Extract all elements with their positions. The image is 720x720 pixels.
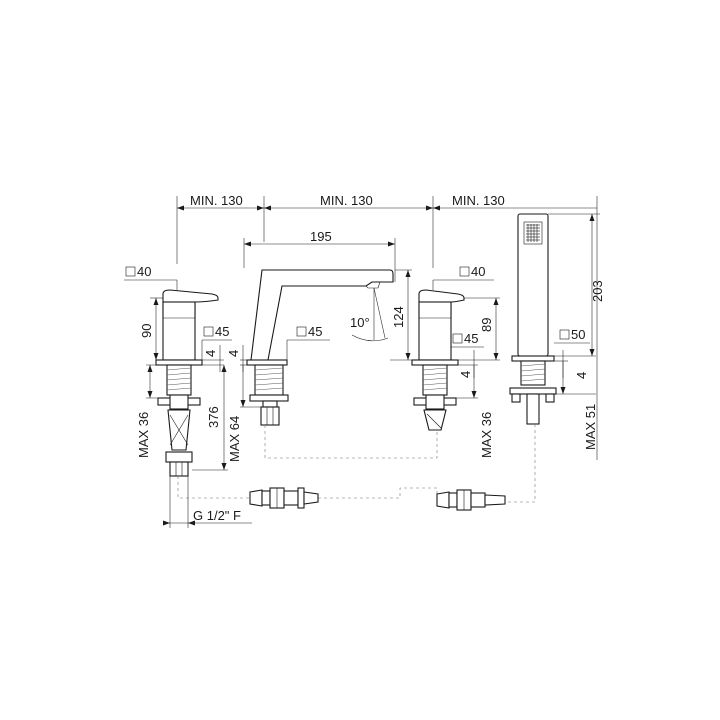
square-section-icon (125, 266, 136, 277)
t-connector (436, 489, 506, 511)
spout-height-label: 124 (391, 306, 406, 328)
square-section-icon (296, 326, 307, 337)
shower-max-dimension (556, 361, 596, 395)
left-gap-label: 4 (203, 350, 218, 357)
right-base-square-label: 45 (464, 331, 478, 346)
spout-reach-dimension (243, 238, 396, 282)
hose-length-dimension (192, 365, 228, 471)
right-max-dimension (456, 365, 478, 399)
right-gap-label: 4 (458, 371, 473, 378)
spacing-dimension-line (176, 196, 598, 460)
left-valve-height-dimension (150, 297, 163, 360)
min-spacing-mid-label: MIN. 130 (320, 193, 373, 208)
right-valve (411, 289, 465, 431)
shower-base-square-label: 50 (571, 327, 585, 342)
spout-base-square-label: 45 (308, 324, 322, 339)
right-max-label: MAX 36 (479, 412, 494, 458)
right-handle-square-label: 40 (471, 264, 485, 279)
spout-max-dimension (240, 365, 262, 408)
spout (246, 269, 394, 426)
hand-shower (509, 213, 557, 425)
right-valve-height-label: 89 (479, 318, 494, 332)
shower-height-label: 203 (590, 280, 605, 302)
shower-max-label: MAX 51 (583, 404, 598, 450)
min-spacing-right-label: MIN. 130 (452, 193, 505, 208)
thread-label: G 1/2" F (193, 508, 241, 523)
shower-height-dimension (548, 213, 600, 357)
thread-dimension (163, 476, 252, 528)
hose-length-label: 376 (206, 406, 221, 428)
spout-gap-label: 4 (226, 350, 241, 357)
square-section-icon (452, 333, 463, 344)
t-connector (249, 487, 319, 509)
left-valve (155, 289, 219, 477)
spout-max-label: MAX 64 (227, 416, 242, 462)
left-handle-square-label: 40 (137, 264, 151, 279)
square-section-icon (559, 329, 570, 340)
left-base-square-label: 45 (215, 324, 229, 339)
square-section-icon (459, 266, 470, 277)
spout-reach-label: 195 (310, 229, 332, 244)
spout-angle-label: 10° (350, 315, 370, 330)
right-valve-height-dimension (458, 297, 500, 361)
min-spacing-left-label: MIN. 130 (190, 193, 243, 208)
shower-gap-label: 4 (574, 372, 589, 379)
square-section-icon (203, 326, 214, 337)
left-max-dimension (146, 364, 163, 399)
left-valve-height-label: 90 (139, 324, 154, 338)
spout-height-dimension (390, 269, 412, 361)
hidden-piping (177, 424, 536, 503)
spout-angle-indicator (351, 287, 389, 342)
left-max-label: MAX 36 (136, 412, 151, 458)
